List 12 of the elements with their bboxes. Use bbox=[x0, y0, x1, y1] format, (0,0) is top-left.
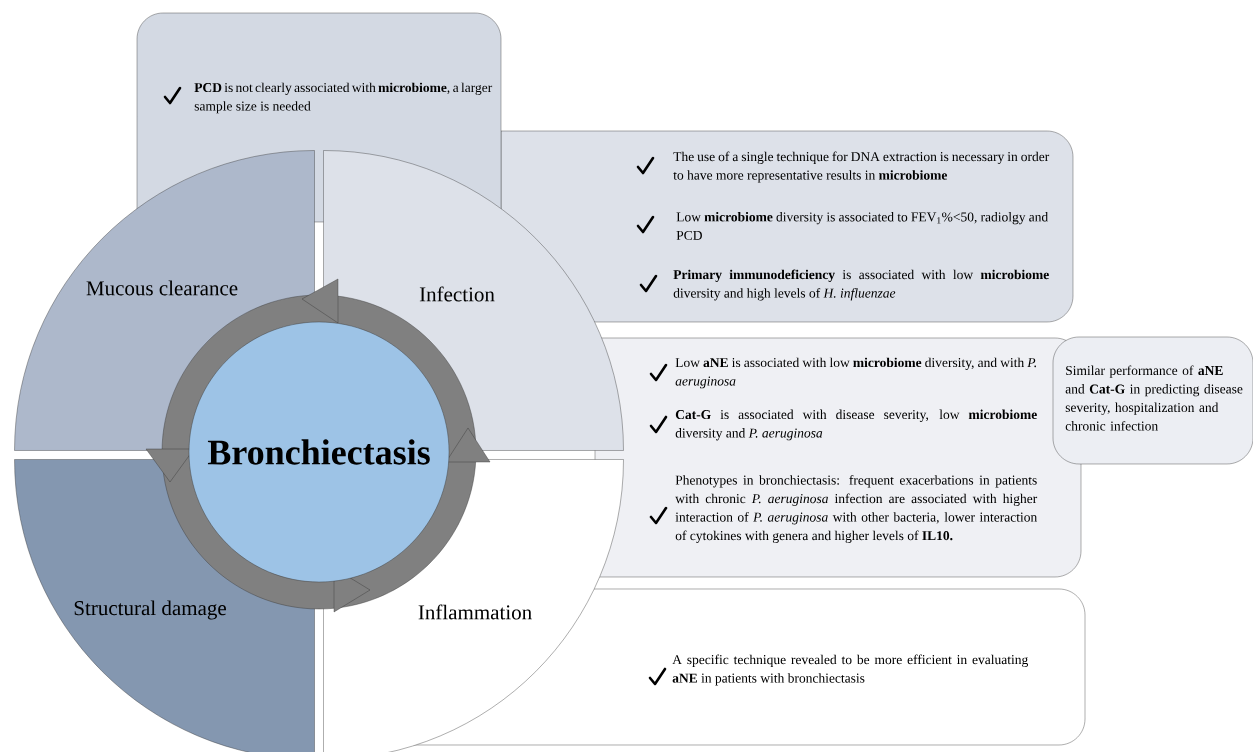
node-label: Inflammation bbox=[418, 604, 532, 620]
bullet-text: Primary immunodeficiency is associated with low microbiome diversity and high levels of H. influenzae bbox=[673, 269, 1049, 301]
bullet-text: Similar performance of aNE and Cat-G in predicting disease severity, hospitalization and chronic infection bbox=[1065, 365, 1243, 431]
bullet-text: Phenotypes in bronchiectasis: frequent exacerbations in patients with chronic P. aeruginosa infection are associated with higher interaction of P. aeruginosa with other bacteria, lower interaction of cytokines with genera and higher levels of IL10. bbox=[675, 475, 1038, 543]
bullet-text: PCD is not clearly associated with microbiome, a larger sample size is needed bbox=[194, 82, 493, 114]
info-card bbox=[500, 130, 1074, 323]
bullet-text: Low aNE is associated with low microbiome diversity, and with P. aeruginosa bbox=[675, 357, 1036, 389]
bullet-text: A specific technique revealed to be more efficient in evaluating aNE in patients with bronchiectasis bbox=[672, 654, 1028, 686]
info-card bbox=[1052, 336, 1253, 465]
bullet-text: Cat-G is associated with disease severity, low microbiome diversity and P. aeruginosa bbox=[675, 409, 1037, 441]
bullet-text: Low microbiome diversity is associated to FEV$_{1}$%<50, radiolgy and PCD bbox=[676, 212, 1049, 240]
bullet-text: The use of a single technique for DNA extraction is necessary in order to have more representative results in microbiome bbox=[673, 151, 1050, 183]
